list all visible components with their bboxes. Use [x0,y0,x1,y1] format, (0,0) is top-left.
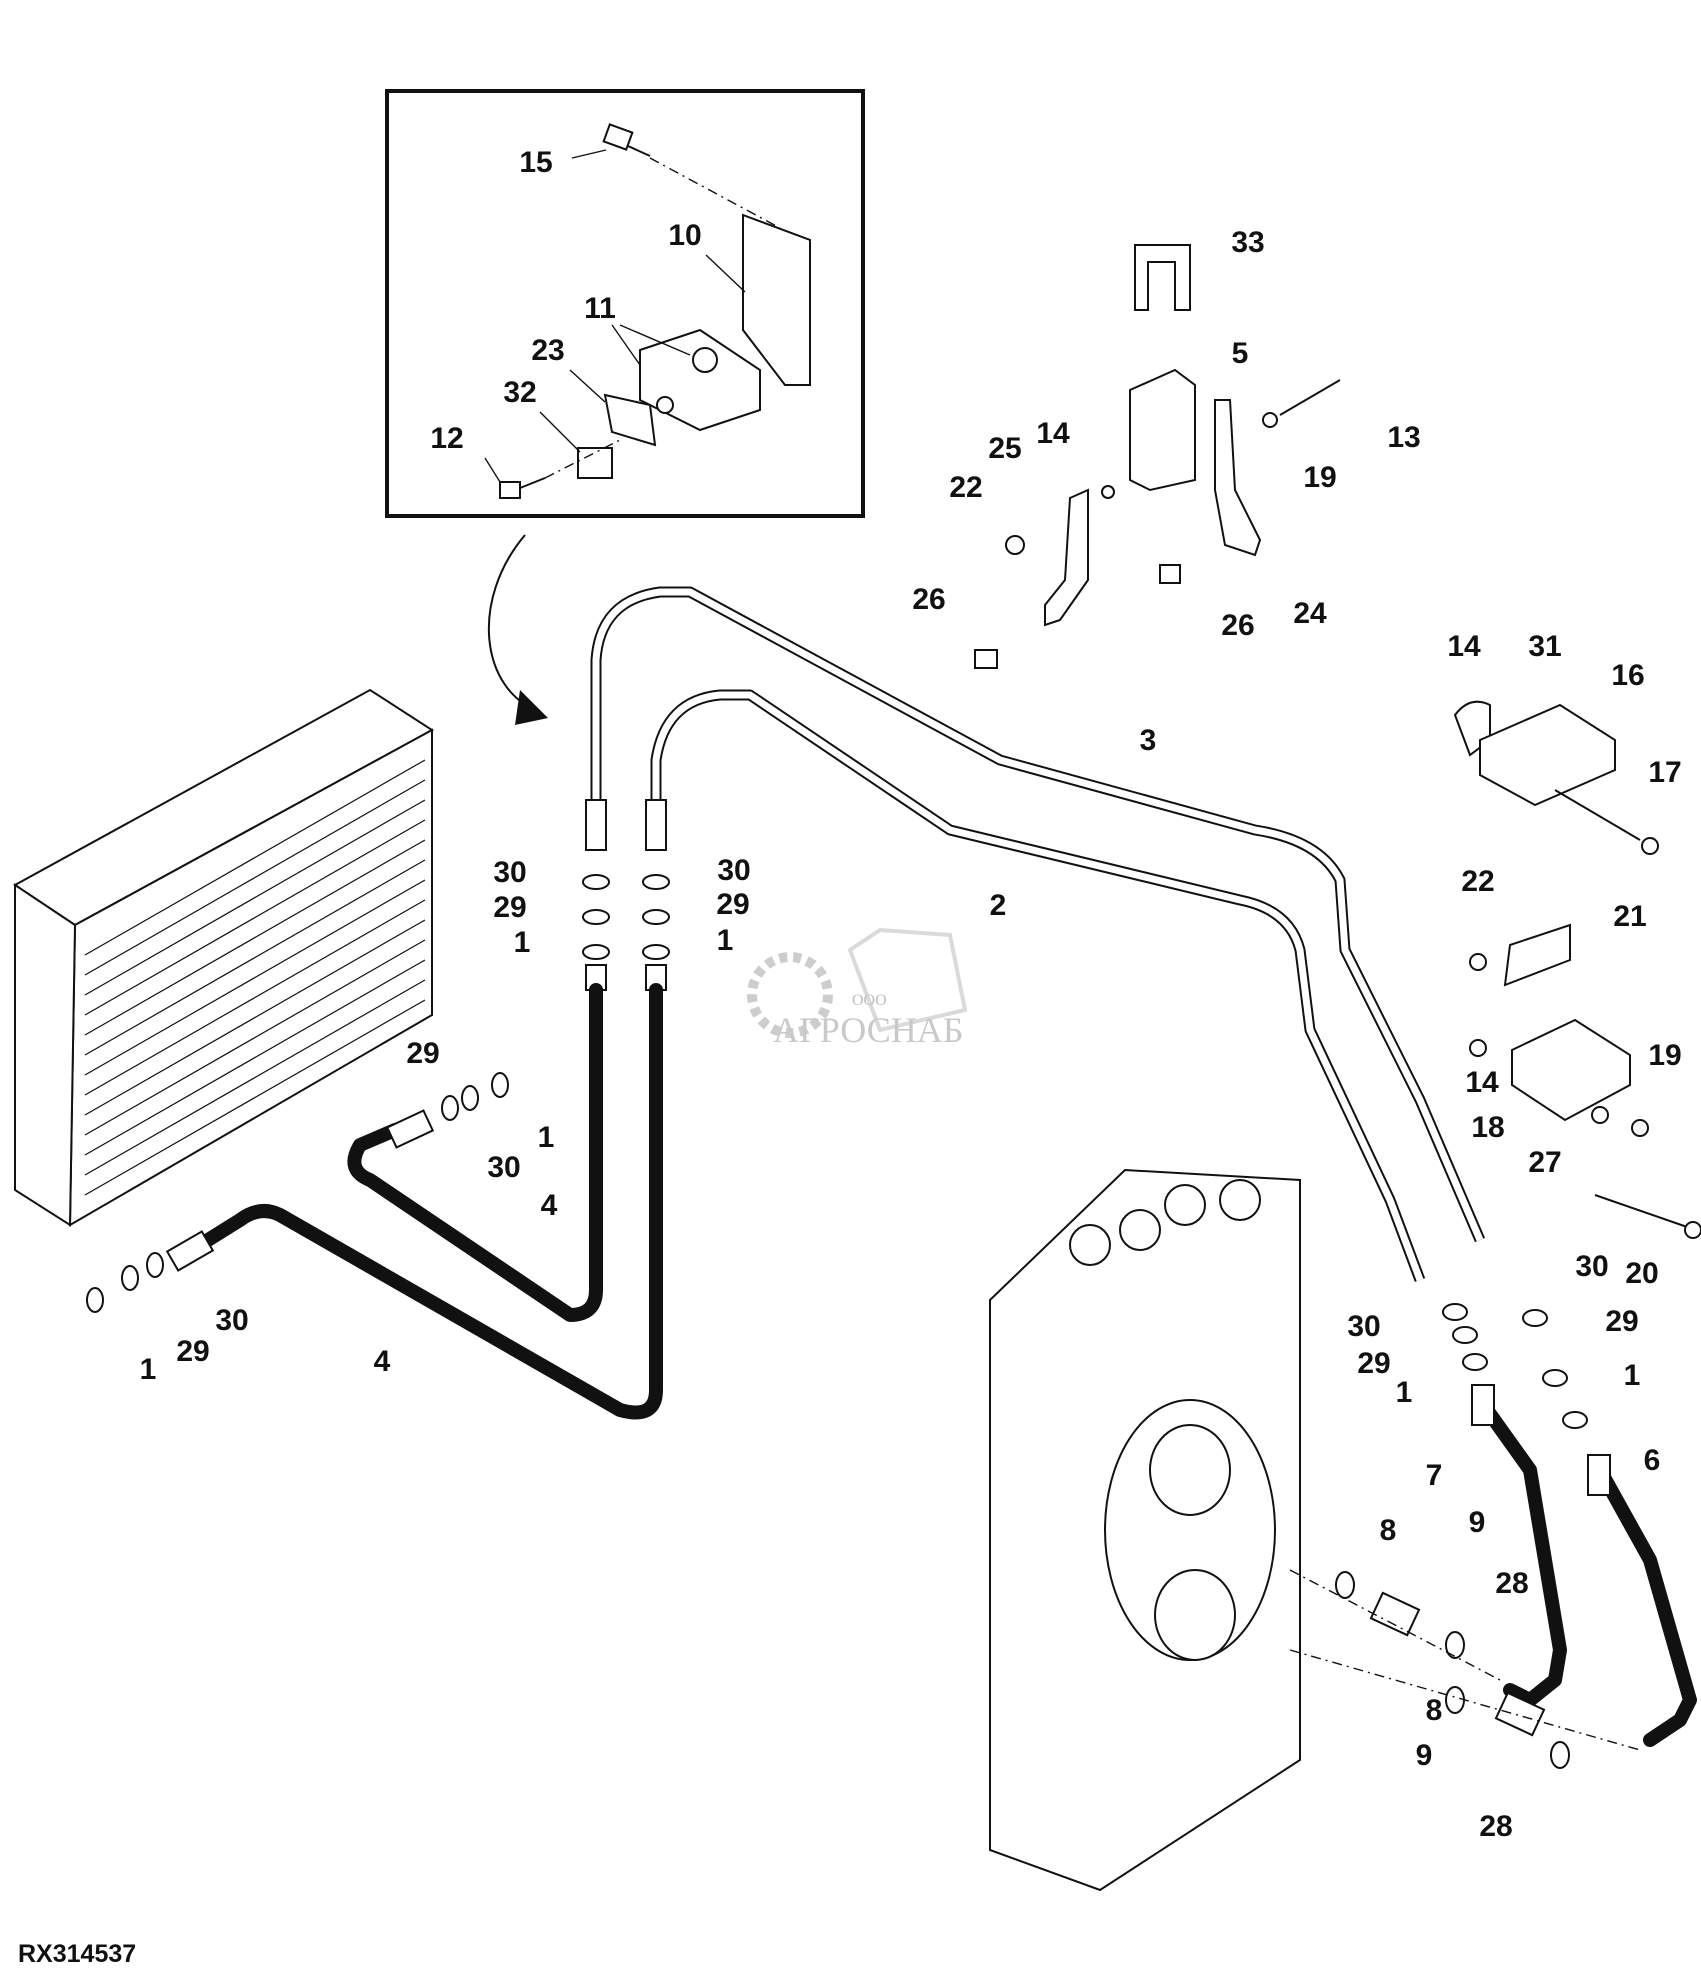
callout-14: 14 [1465,1066,1499,1099]
clamp-assembly-right [1453,700,1701,1239]
watermark-combine-icon [847,927,968,1033]
clip-32-icon [577,447,613,479]
hose-4-upper [347,983,603,1322]
callout-6: 6 [1644,1444,1661,1477]
callout-32: 32 [503,376,536,409]
callout-1: 1 [514,926,531,959]
callout-9: 9 [1469,1506,1486,1539]
callout-33: 33 [1231,226,1264,259]
callout-19: 19 [1303,461,1336,494]
callout-13: 13 [1387,421,1420,454]
hose-7 [1473,1393,1567,1707]
bolt-15-icon [602,123,651,157]
callout-8: 8 [1426,1694,1443,1727]
watermark-name: АГРОСНАБ [773,1010,963,1050]
arrow-head-icon [515,690,548,725]
callout-30: 30 [215,1304,248,1337]
watermark: ООО АГРОСНАБ [747,927,968,1050]
hose-4-lower [193,983,663,1420]
callout-28: 28 [1479,1810,1512,1843]
callout-17: 17 [1648,756,1681,789]
callout-18: 18 [1471,1111,1504,1144]
callout-11: 11 [584,292,616,325]
callout-8: 8 [1380,1514,1397,1547]
callout-4: 4 [541,1189,558,1222]
steel-line-3 [590,586,1486,1243]
steel-line-2 [650,689,1426,1282]
o-rings [582,874,670,960]
callout-1: 1 [538,1121,555,1154]
plate-23-icon [603,393,657,447]
callout-1: 1 [1624,1359,1641,1392]
watermark-gear-icon [747,952,833,1038]
callout-21: 21 [1613,900,1646,933]
callout-25: 25 [988,432,1021,465]
inset-detail [385,89,865,518]
bracket-10-icon [742,213,811,386]
callout-27: 27 [1528,1146,1561,1179]
callout-24: 24 [1293,597,1327,630]
callout-12: 12 [430,422,463,455]
callout-26: 26 [1221,609,1254,642]
callout-29: 29 [176,1335,209,1368]
callout-1: 1 [140,1353,157,1386]
oil-cooler [13,688,434,1227]
callout-16: 16 [1611,659,1644,692]
callout-29: 29 [493,891,526,924]
watermark-prefix: ООО [852,992,887,1009]
callout-5: 5 [1232,337,1249,370]
figure-id: RX314537 [18,1940,137,1968]
screw-12-icon [499,477,546,499]
callout-1: 1 [717,924,734,957]
callout-30: 30 [1575,1250,1608,1283]
callout-30: 30 [487,1151,520,1184]
fitting-icon [645,799,667,851]
adapter-9-icon [1369,1591,1421,1637]
callout-19: 19 [1648,1039,1681,1072]
callout-31: 31 [1528,630,1561,663]
o-rings-valve [1335,1303,1588,1769]
callout-30: 30 [717,854,750,887]
callout-9: 9 [1416,1739,1433,1772]
callout-14: 14 [1036,417,1070,450]
detail-arrow-icon [487,534,541,713]
callout-22: 22 [949,471,982,504]
callout-30: 30 [1347,1310,1380,1343]
callout-29: 29 [1357,1347,1390,1380]
fitting-icon [585,799,607,851]
callout-20: 20 [1625,1257,1658,1290]
callout-29: 29 [716,888,749,921]
callout-4: 4 [374,1345,391,1378]
callout-3: 3 [1140,724,1157,757]
o-rings-cooler [86,1072,509,1313]
callout-28: 28 [1495,1567,1528,1600]
callout-2: 2 [990,889,1007,922]
callout-22: 22 [1461,865,1494,898]
callout-29: 29 [1605,1305,1638,1338]
callout-30: 30 [493,856,526,889]
callout-1: 1 [1396,1376,1413,1409]
callout-7: 7 [1426,1459,1443,1492]
hose-6 [1593,1463,1697,1747]
callout-14: 14 [1447,630,1481,663]
callout-10: 10 [668,219,701,252]
callout-23: 23 [531,334,564,367]
clamp-assembly-upper [974,244,1341,669]
control-valve-body [989,1168,1301,1892]
callout-29: 29 [406,1037,439,1070]
callout-15: 15 [519,146,552,179]
callout-26: 26 [912,583,945,616]
adapter-9-icon [1494,1691,1546,1737]
